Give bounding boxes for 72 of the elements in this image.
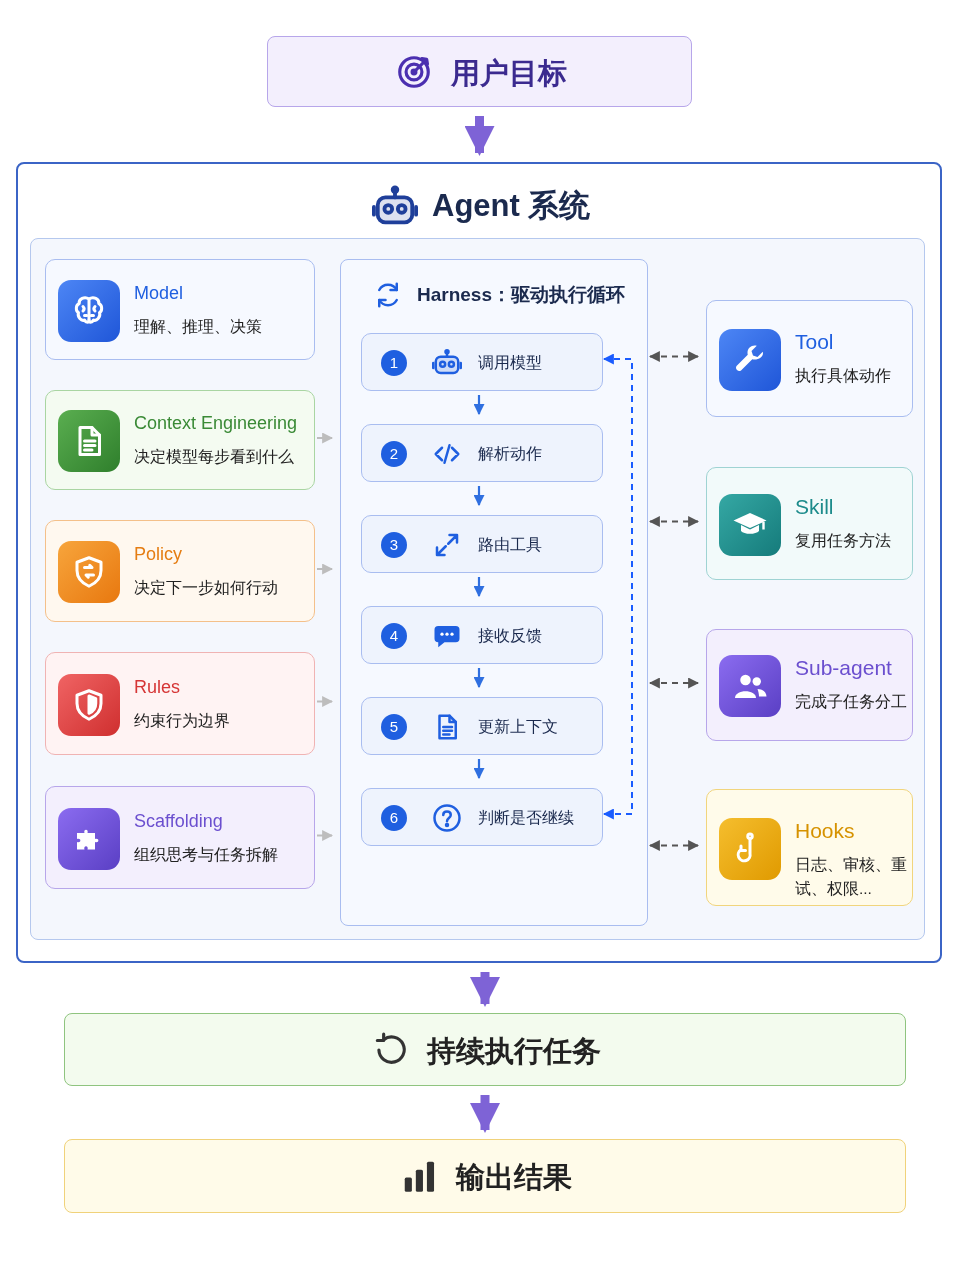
component-card <box>45 520 315 622</box>
card-title: Rules <box>134 675 181 699</box>
card-title: Context Engineering <box>134 412 298 435</box>
step-box <box>361 515 603 573</box>
card-description: 决定下一步如何行动 <box>134 578 279 598</box>
component-card <box>45 259 315 360</box>
step-box <box>361 606 603 664</box>
component-card <box>45 786 315 889</box>
dashed-arrow <box>316 830 334 841</box>
component-card <box>706 300 913 417</box>
card-description: 日志、审核、重试、权限... <box>795 854 908 899</box>
step-box <box>361 697 603 755</box>
dashed-arrow <box>648 677 700 689</box>
arrow <box>470 1095 500 1133</box>
step-number-badge: 3 <box>381 532 407 558</box>
component-card <box>706 467 913 580</box>
stage-box <box>267 36 692 107</box>
component-card <box>706 789 913 906</box>
step-box <box>361 333 603 391</box>
system-container <box>16 162 942 963</box>
harness-title: Harness：驱动执行循环 <box>417 283 625 307</box>
card-description: 约束行为边界 <box>134 710 231 731</box>
stage-title: 用户目标 <box>450 55 567 91</box>
step-label: 更新上下文 <box>478 717 558 737</box>
step-number-badge: 4 <box>381 623 407 649</box>
dashed-arrow <box>648 351 700 362</box>
stage-box <box>64 1013 906 1086</box>
step-box <box>361 788 603 846</box>
step-number-badge: 6 <box>381 805 407 831</box>
harness-panel <box>340 259 648 926</box>
step-box <box>361 424 603 482</box>
dashed-arrow <box>648 516 700 527</box>
dashed-arrow <box>316 563 334 575</box>
arrow <box>473 395 485 416</box>
card-title: Sub-agent <box>795 655 892 681</box>
card-description: 复用任务方法 <box>795 530 892 551</box>
stage-box <box>64 1139 906 1213</box>
card-title: Scaffolding <box>134 809 223 833</box>
component-card <box>706 629 913 741</box>
arrow <box>473 759 485 780</box>
component-card <box>45 390 315 490</box>
card-title: Skill <box>795 493 834 520</box>
dashed-arrow <box>316 432 334 444</box>
arrow <box>473 486 485 507</box>
stage-title: 输出结果 <box>456 1160 572 1195</box>
card-title: Tool <box>795 328 834 355</box>
step-label: 接收反馈 <box>478 626 542 646</box>
arrow <box>470 972 500 1007</box>
card-description: 理解、推理、决策 <box>134 316 263 337</box>
step-label: 判断是否继续 <box>478 808 574 828</box>
arrow <box>464 116 495 156</box>
dashed-arrow <box>648 840 700 851</box>
card-description: 执行具体动作 <box>795 365 892 386</box>
step-label: 调用模型 <box>478 353 542 373</box>
step-label: 路由工具 <box>478 535 542 555</box>
card-title: Model <box>134 281 184 305</box>
card-title: Hooks <box>795 817 855 844</box>
step-label: 解析动作 <box>478 444 542 464</box>
arrow <box>473 577 485 598</box>
card-description: 完成子任务分工 <box>795 692 908 712</box>
card-description: 组织思考与任务拆解 <box>134 844 279 865</box>
component-card <box>45 652 315 755</box>
step-number-badge: 5 <box>381 714 407 740</box>
card-title: Policy <box>134 543 182 566</box>
card-description: 决定模型每步看到什么 <box>134 447 295 467</box>
step-number-badge: 1 <box>381 350 407 376</box>
arrow <box>473 668 485 689</box>
dashed-arrow <box>316 696 334 707</box>
system-title: Agent 系统 <box>432 188 591 224</box>
stage-title: 持续执行任务 <box>427 1033 601 1069</box>
dashed-arrow <box>602 353 633 820</box>
step-number-badge: 2 <box>381 441 407 467</box>
